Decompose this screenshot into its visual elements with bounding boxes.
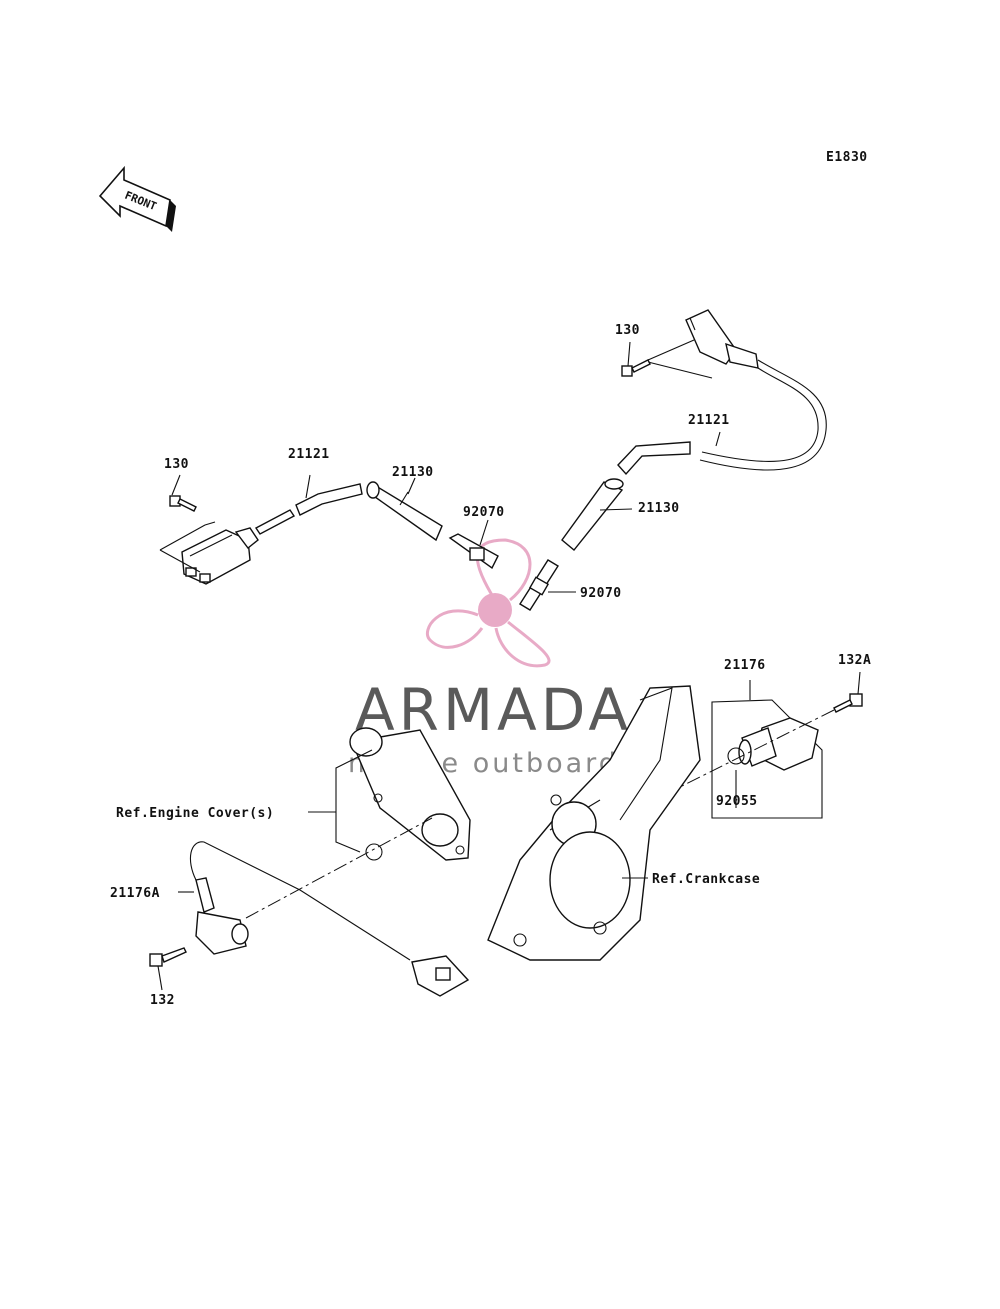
watermark-title: ARMADA [355,676,632,744]
diagram-code: E1830 [826,150,868,165]
label-21130-left: 21130 [392,465,434,480]
leader-coil-left [159,521,216,551]
plug-cap-left [366,481,443,542]
oring-92055-icon [727,747,745,765]
label-ref-engine-cover: Ref.Engine Cover(s) [116,806,274,821]
crank-sensor [738,717,819,771]
bracket-engine-cover [335,749,373,853]
label-92070-left: 92070 [463,505,505,520]
ht-wire-right [617,441,691,476]
label-21176: 21176 [724,658,766,673]
label-132A: 132A [838,653,871,668]
bolt-130-right-icon [621,359,651,377]
label-21176A: 21176A [110,886,160,901]
label-21121-right: 21121 [688,413,730,428]
spark-plug-left [448,533,499,570]
ignition-coil-left [181,509,296,585]
ht-wire-left [295,483,363,516]
front-arrow-icon: FRONT [98,165,176,232]
bolt-132-icon [149,947,187,967]
armada-logo-icon [426,538,551,668]
position-sensor-21176A [189,841,470,997]
crankcase [487,685,701,961]
label-92055: 92055 [716,794,758,809]
engine-cover [349,727,471,861]
label-130-left: 130 [164,457,189,472]
label-21121-left: 21121 [288,447,330,462]
bolt-132A-icon [833,693,863,713]
label-ref-crankcase: Ref.Crankcase [652,872,760,887]
label-21130-right: 21130 [638,501,680,516]
label-132: 132 [150,993,175,1008]
label-130-right: 130 [615,323,640,338]
ignition-coil-right [685,309,827,471]
bolt-130-left-icon [169,495,197,512]
spark-plug-right [519,559,559,611]
bracket-21176 [711,699,823,819]
label-92070-right: 92070 [580,586,622,601]
plug-cap-right [561,478,624,551]
